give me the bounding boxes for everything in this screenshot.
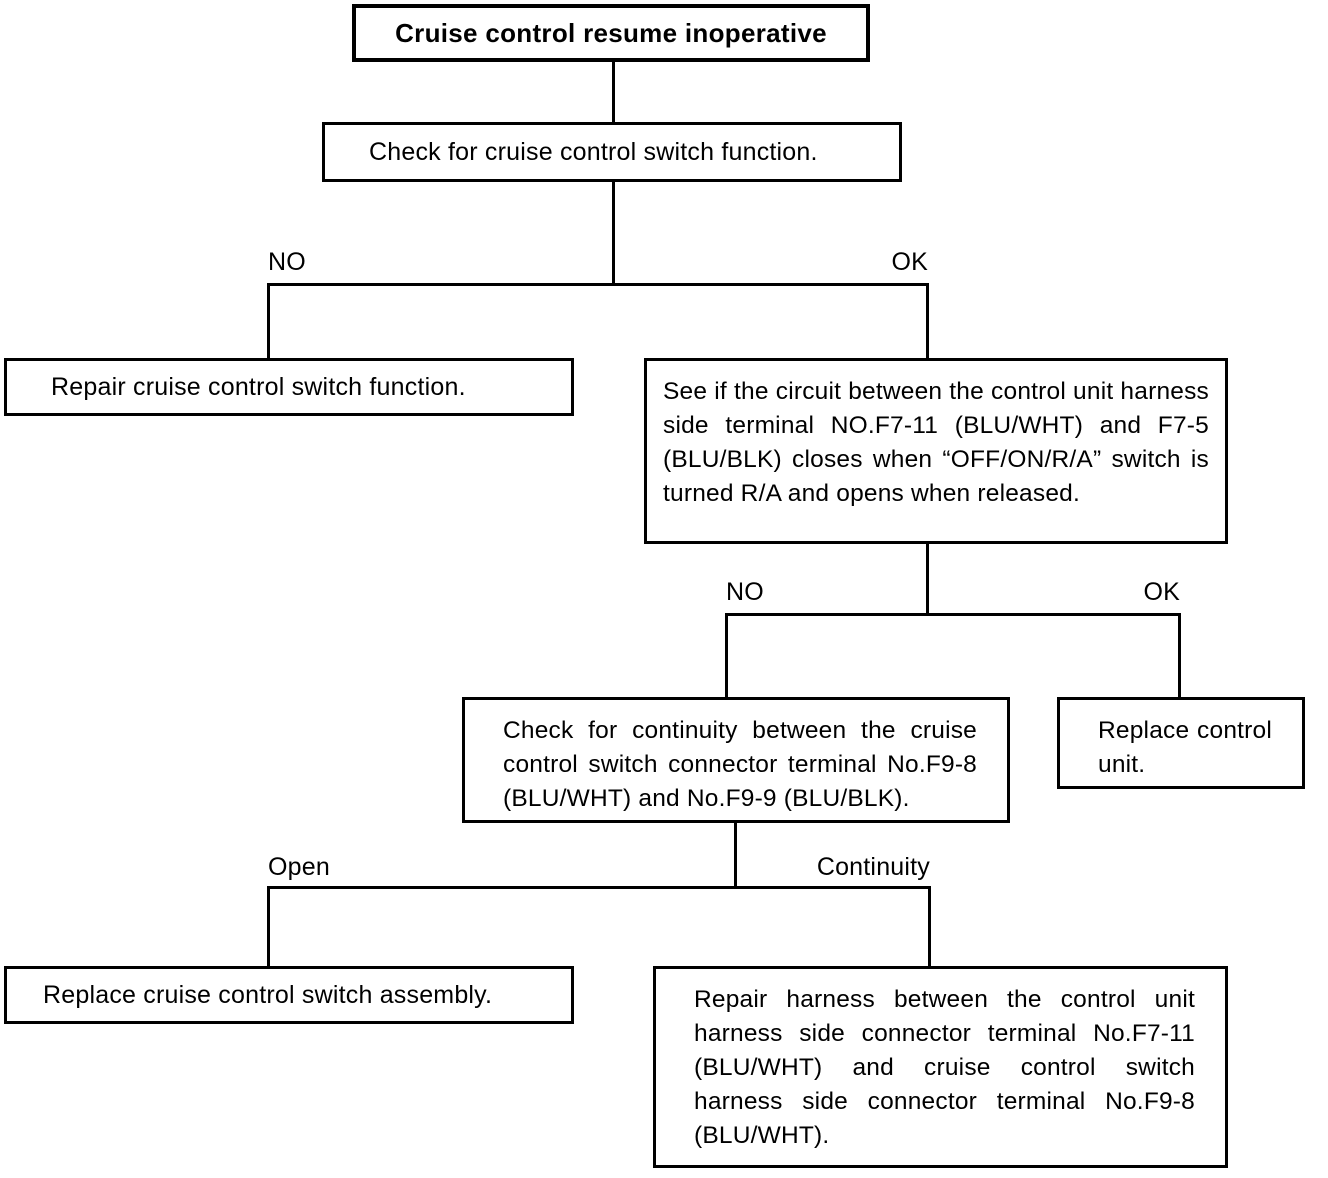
branch3-label-continuity: Continuity	[816, 853, 930, 881]
branch2-leg-left	[725, 613, 728, 697]
branch2-label-no: NO	[726, 578, 764, 606]
branch3-stem	[734, 823, 737, 889]
branch2-bar	[725, 613, 1181, 616]
node-see-if-circuit: See if the circuit between the control u…	[644, 358, 1228, 544]
branch1-label-no: NO	[268, 248, 306, 276]
node-replace-switch-assembly-label: Replace cruise control switch assembly.	[43, 981, 493, 1009]
connector-start-to-check	[612, 62, 615, 122]
node-repair-harness: Repair harness between the control unit …	[653, 966, 1228, 1168]
node-repair-switch-function: Repair cruise control switch function.	[4, 358, 574, 416]
branch2-label-ok: OK	[1143, 578, 1180, 606]
node-replace-control-unit-label: Replace control unit.	[1098, 717, 1272, 778]
branch1-stem	[612, 182, 615, 286]
node-replace-switch-assembly: Replace cruise control switch assembly.	[4, 966, 574, 1024]
branch1-label-ok: OK	[891, 248, 928, 276]
branch3-leg-right	[928, 886, 931, 966]
node-repair-switch-function-label: Repair cruise control switch function.	[51, 373, 466, 401]
branch2-stem	[926, 544, 929, 616]
branch3-bar	[267, 886, 931, 889]
node-check-continuity-label: Check for continuity between the cruise …	[503, 717, 977, 812]
branch2-leg-right	[1178, 613, 1181, 697]
node-start: Cruise control resume inoperative	[352, 4, 870, 62]
branch1-leg-right	[926, 283, 929, 359]
branch3-leg-left	[267, 886, 270, 966]
node-start-label: Cruise control resume inoperative	[395, 18, 827, 48]
node-repair-harness-label: Repair harness between the control unit …	[694, 986, 1195, 1149]
node-check-switch-function-label: Check for cruise control switch function…	[369, 138, 818, 166]
node-see-if-circuit-label: See if the circuit between the control u…	[663, 378, 1209, 507]
node-check-switch-function: Check for cruise control switch function…	[322, 122, 902, 182]
branch1-leg-left	[267, 283, 270, 359]
node-replace-control-unit: Replace control unit.	[1057, 697, 1305, 789]
branch3-label-open: Open	[268, 853, 330, 881]
branch1-bar	[267, 283, 929, 286]
node-check-continuity: Check for continuity between the cruise …	[462, 697, 1010, 823]
